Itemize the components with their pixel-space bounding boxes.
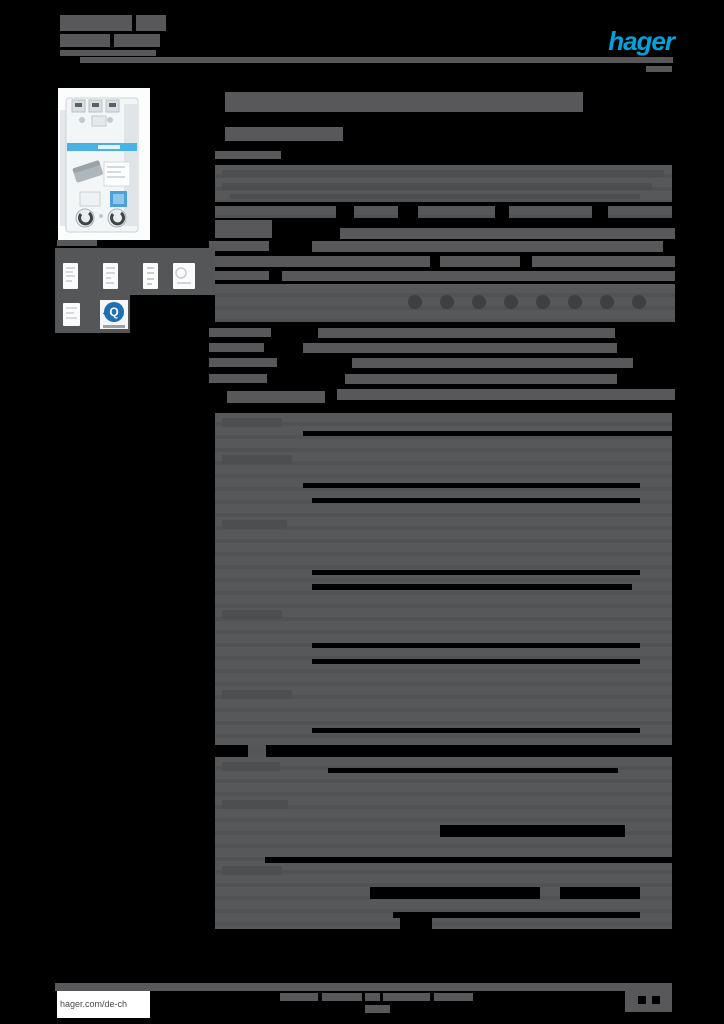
redacted-text-block [222, 520, 287, 529]
certification-mark-2-icon [103, 263, 118, 289]
doc-date-line [60, 50, 156, 56]
redacted-text-block [568, 295, 582, 309]
header-page-note [646, 66, 672, 72]
redacted-text-block [504, 295, 518, 309]
redacted-text-block [560, 887, 640, 899]
redacted-text-block [222, 418, 282, 427]
redacted-text-block [592, 206, 608, 218]
redacted-text-block [398, 206, 418, 218]
footer-text [383, 993, 430, 1001]
spec-value [318, 328, 615, 338]
spec-label [209, 241, 269, 251]
doc-ref-line [114, 34, 160, 47]
redacted-text-block [312, 728, 640, 733]
spec-table-lower [215, 757, 672, 929]
photo-caption [57, 240, 97, 246]
redacted-text-block [408, 295, 422, 309]
article-table-row [215, 206, 672, 218]
footer-text [434, 993, 473, 1001]
redacted-text-block [303, 431, 675, 436]
product-image [58, 88, 150, 240]
redacted-text-block [303, 483, 640, 488]
redacted-text-block [440, 295, 454, 309]
spec-label [209, 328, 271, 337]
redacted-text-block [652, 996, 660, 1004]
footer-text [365, 1005, 390, 1013]
q-mark-caption [103, 325, 125, 328]
redacted-text-block [222, 800, 288, 809]
footer-page-block [625, 991, 672, 1012]
spec-value [312, 241, 663, 252]
spec-value [340, 228, 675, 239]
footer-url: hager.com/de-ch [60, 999, 128, 1009]
redacted-text-block [222, 610, 282, 619]
redacted-text-block [393, 912, 640, 918]
spec-table-upper [215, 413, 672, 745]
redacted-text-block [222, 183, 652, 190]
redacted-text-block [312, 570, 640, 575]
spec-value [352, 358, 633, 368]
redacted-text-block [222, 866, 282, 875]
redacted-text-block [222, 170, 664, 177]
redacted-text-block [265, 857, 672, 863]
certification-mark-1-icon [63, 263, 78, 289]
subtitle [225, 127, 343, 141]
footer-strip [55, 983, 672, 991]
redacted-text-block [222, 455, 292, 464]
certification-mark-4-icon [173, 263, 195, 289]
spec-label [209, 374, 267, 383]
redacted-text-block [440, 825, 625, 837]
spec-label [215, 227, 272, 238]
header-rule [80, 57, 673, 63]
redacted-text-block [430, 256, 440, 267]
redacted-text-block [222, 762, 280, 771]
redacted-text-block [312, 643, 640, 648]
redacted-text-block [370, 887, 540, 899]
q-mark-letter: Q [104, 302, 124, 322]
footer-url-box: hager.com/de-ch [57, 991, 150, 1018]
approval-mark-icon [63, 303, 80, 326]
redacted-text-block [215, 745, 672, 757]
redacted-text-block [336, 206, 354, 218]
redacted-text-block [312, 659, 640, 664]
redacted-text-block [472, 295, 486, 309]
page-title [225, 92, 583, 112]
footer-text [322, 993, 362, 1001]
footer-text [365, 993, 380, 1001]
hager-logo: hager [608, 26, 675, 56]
redacted-text-block [230, 194, 640, 199]
spec-value [337, 389, 675, 400]
doc-type-line [60, 15, 132, 31]
redacted-text-block [328, 768, 618, 773]
redacted-text-block [222, 690, 292, 699]
redacted-text-block [520, 256, 532, 267]
spec-value [345, 374, 617, 384]
redacted-text-block [400, 918, 432, 929]
swiss-quality-q-mark-icon: Q [100, 300, 128, 329]
spec-label [209, 358, 277, 367]
certification-mark-3-icon [143, 263, 158, 289]
redacted-text-block [222, 202, 642, 206]
table-caption [215, 151, 281, 159]
spec-label [227, 391, 325, 403]
redacted-text-block [638, 996, 646, 1004]
doc-type-line [136, 15, 166, 31]
spec-row [215, 256, 675, 267]
redacted-text-block [495, 206, 509, 218]
redacted-text-block [312, 498, 640, 503]
spec-label [209, 271, 269, 280]
redacted-text-block [312, 584, 632, 590]
redacted-text-block [536, 295, 550, 309]
spec-value [282, 271, 675, 281]
redacted-text-block [632, 295, 646, 309]
redacted-text-block [248, 745, 266, 757]
spec-label [209, 343, 264, 352]
doc-ref-line [60, 34, 110, 47]
redacted-text-block [600, 295, 614, 309]
spec-value [303, 343, 617, 353]
footer-text [280, 993, 318, 1001]
